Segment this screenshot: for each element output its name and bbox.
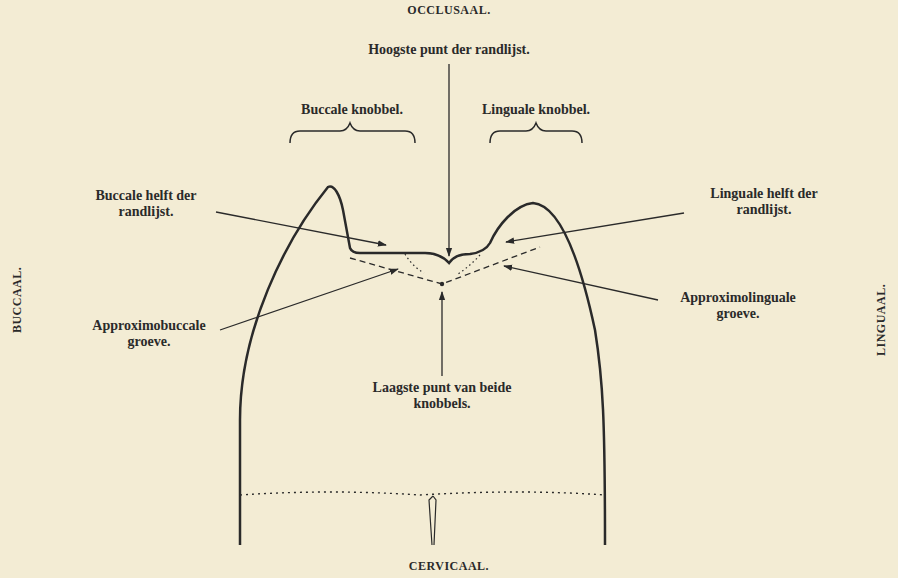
part-label: Approximolinguale groeve. (662, 290, 814, 322)
part-label: Approximobuccale groeve. (80, 318, 218, 350)
direction-label: CERVICAAL. (409, 560, 489, 574)
cusp-slope (405, 254, 480, 274)
tooth-outline (240, 187, 605, 545)
part-label: Linguale helft der randlijst. (688, 186, 840, 218)
lowest-point-dot (440, 282, 444, 286)
leader-line (504, 266, 658, 300)
part-label: Laagste punt van beide knobbels. (372, 380, 512, 412)
leader-line (441, 292, 442, 376)
direction-label: OCCLUSAAL. (407, 4, 490, 18)
part-label: Buccale helft der randlijst. (78, 188, 214, 220)
cusp-brace (290, 123, 415, 143)
groove-line (350, 247, 540, 284)
part-label: Linguale knobbel. (482, 102, 590, 118)
contact-mark (429, 496, 436, 545)
direction-label: LINGUAAL. (875, 284, 889, 356)
leader-line (506, 213, 684, 242)
direction-label: BUCCAAL. (11, 267, 25, 333)
leader-line (216, 212, 386, 245)
part-label: Buccale knobbel. (301, 102, 403, 118)
leader-line (448, 64, 449, 256)
cusp-brace (490, 123, 582, 143)
leader-line (220, 269, 398, 330)
part-label: Hoogste punt der randlijst. (368, 42, 530, 58)
cervical-line (240, 492, 605, 495)
